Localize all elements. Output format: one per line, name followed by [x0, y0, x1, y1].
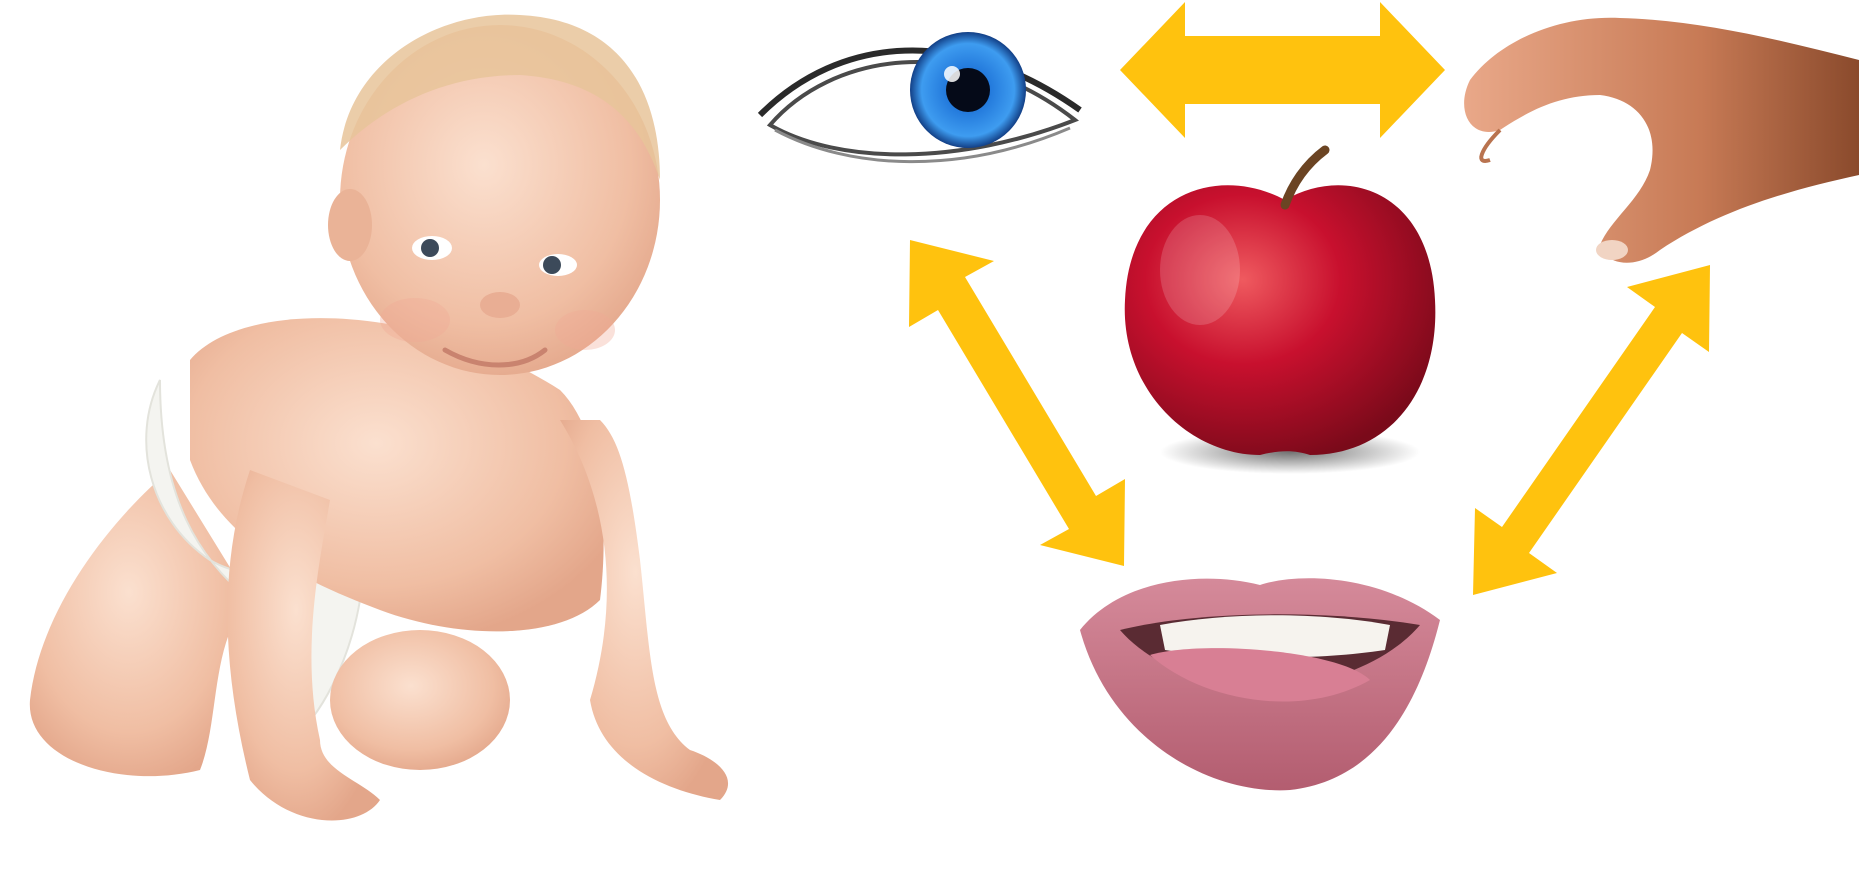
red-apple-illustration: [1125, 150, 1436, 474]
eye-mouth-double-arrow: [909, 240, 1125, 566]
hand-mouth-double-arrow: [1473, 265, 1710, 595]
crawling-baby-illustration: [30, 15, 728, 821]
mouth-tongue-illustration: [1080, 578, 1440, 790]
eye-hand-double-arrow: [1120, 2, 1445, 138]
reaching-hand-illustration: [1464, 18, 1859, 263]
blue-eye-illustration: [760, 32, 1080, 162]
